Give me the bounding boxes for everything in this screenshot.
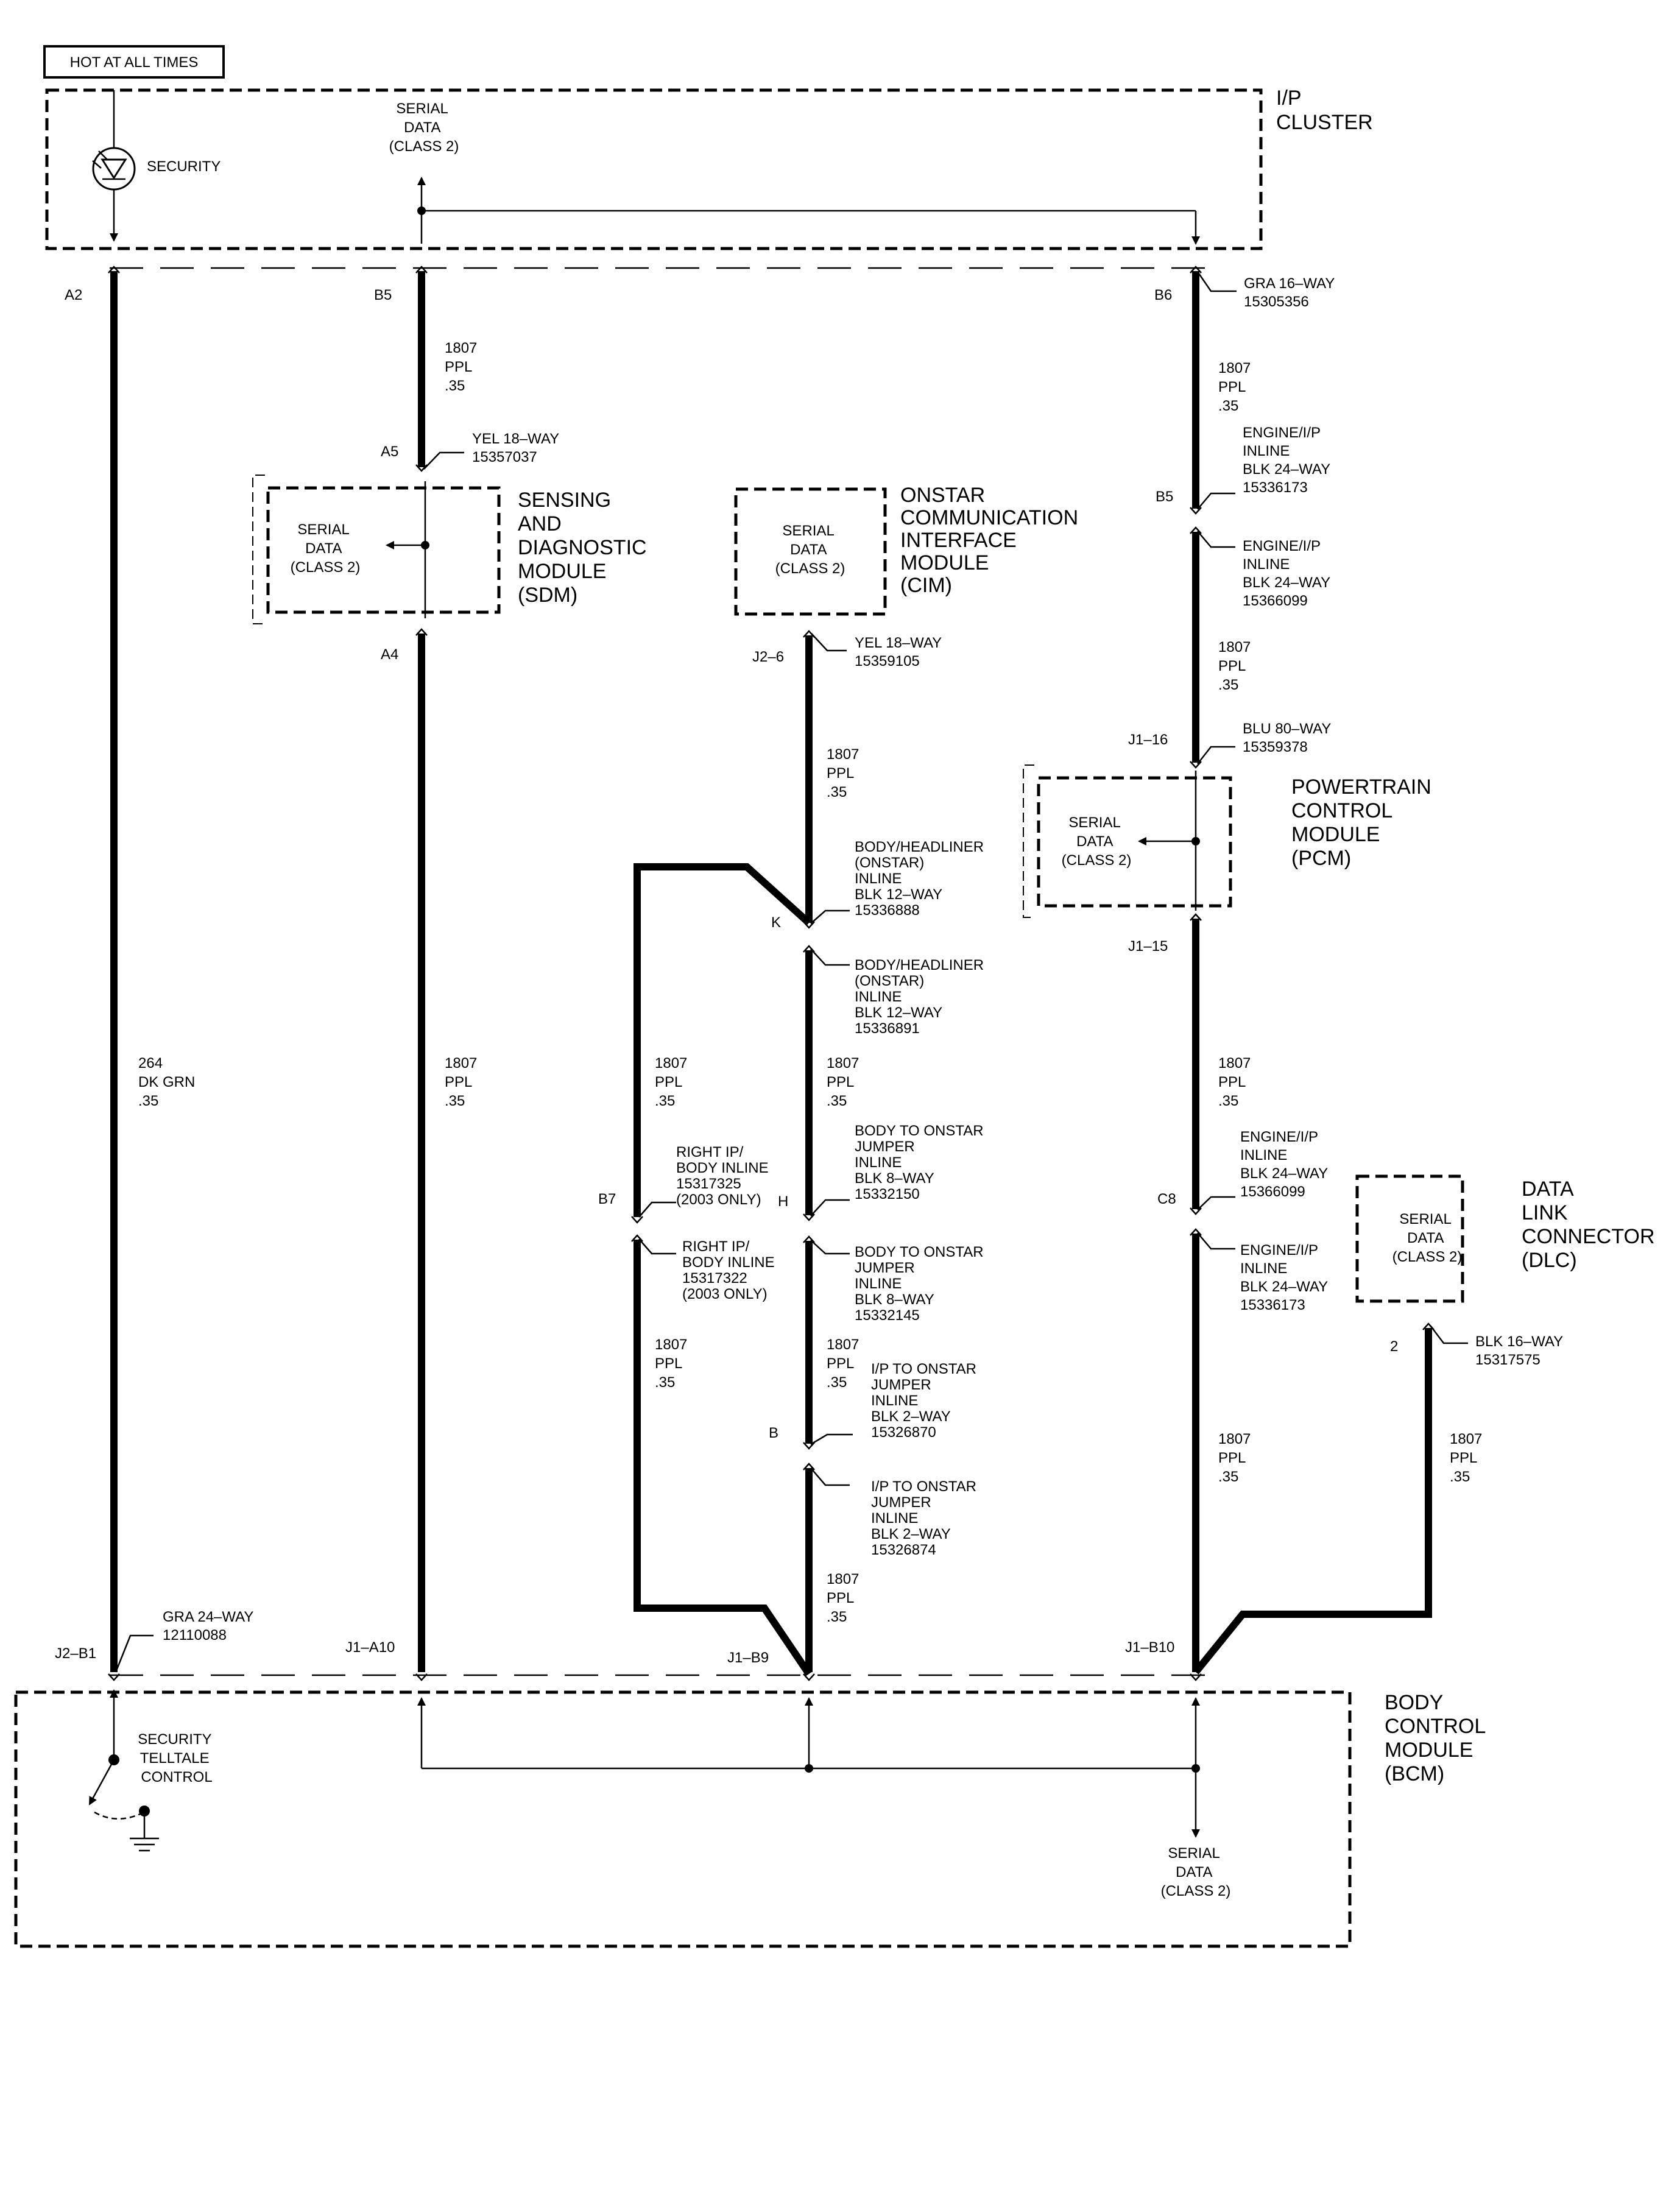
- wire-1807-h-b: [803, 1235, 815, 1450]
- svg-text:B5: B5: [374, 287, 392, 303]
- svg-text:J1–B10: J1–B10: [1125, 1639, 1174, 1656]
- sdm-title: SENSING AND DIAGNOSTIC MODULE (SDM): [518, 489, 652, 607]
- telltale-switch-icon: [88, 1689, 159, 1852]
- wire-1807-k-h: [803, 945, 815, 1221]
- svg-text:J1–15: J1–15: [1128, 938, 1168, 955]
- svg-text:2: 2: [1390, 1338, 1398, 1355]
- sdm-module: SERIAL DATA (CLASS 2) SENSING AND DIAGNO…: [252, 475, 652, 624]
- dlc-module: SERIAL DATA (CLASS 2) DATA LINK CONNECTO…: [1355, 1174, 1661, 1303]
- svg-text:B5: B5: [1156, 489, 1173, 505]
- svg-text:K: K: [771, 914, 781, 931]
- svg-text:B7: B7: [598, 1191, 616, 1207]
- svg-text:J1–A10: J1–A10: [345, 1639, 395, 1656]
- cluster-serial-data-label: SERIAL DATA (CLASS 2): [389, 101, 459, 155]
- bcm-title: BODY CONTROL MODULE (BCM): [1385, 1691, 1491, 1785]
- svg-text:J2–B1: J2–B1: [55, 1645, 96, 1662]
- svg-text:A2: A2: [65, 287, 82, 303]
- cim-module: SERIAL DATA (CLASS 2) ONSTAR COMMUNICATI…: [734, 484, 1084, 616]
- svg-text:B: B: [769, 1425, 778, 1441]
- svg-text:SERIAL DATA (CLASS: SERIAL DATA (CLASS 2): [1062, 814, 1132, 869]
- ip-cluster: I/P CLUSTER SECURITY SERIAL DATA (CLASS …: [45, 86, 1373, 250]
- cim-title: ONSTAR COMMUNICATION INTERFACE MODULE (C…: [900, 484, 1084, 597]
- wire-1807-cim-k: [803, 630, 815, 929]
- svg-text:SERIAL DATA (CLASS: SERIAL DATA (CLASS 2): [291, 521, 361, 576]
- wire-1807-sdm-bcm: [415, 628, 428, 1681]
- wire-1807-dlc: [1193, 1322, 1435, 1675]
- dlc-title: DATA LINK CONNECTOR (DLC): [1522, 1177, 1661, 1272]
- wire-1807-cluster-inline: [1190, 266, 1202, 515]
- svg-text:H: H: [778, 1193, 788, 1210]
- pcm-module: SERIAL DATA (CLASS 2) POWERTRAIN CONTROL…: [1023, 764, 1437, 918]
- wire-1807-loop-j1b9: [631, 1234, 812, 1676]
- wire-1807-cluster-sdm: [415, 266, 428, 472]
- wire-264-security: [108, 266, 120, 1681]
- pin-labels: A2 B5 B6 A5 A4 B5 J2–6 J1–16 J1–15 K H B…: [55, 287, 1398, 1666]
- svg-text:J1–B9: J1–B9: [727, 1650, 769, 1666]
- wire-1807-inline-pcm: [1190, 526, 1202, 769]
- pcm-title: POWERTRAIN CONTROL MODULE (PCM): [1291, 775, 1437, 870]
- svg-text:A5: A5: [381, 443, 398, 460]
- svg-text:SERIAL DATA (CLASS: SERIAL DATA (CLASS 2): [1392, 1211, 1463, 1265]
- security-lamp-icon: [92, 90, 136, 242]
- svg-text:B6: B6: [1154, 287, 1172, 303]
- svg-text:C8: C8: [1157, 1191, 1176, 1207]
- telltale-label: SECURITY TELLTALE CONTROL: [138, 1731, 216, 1785]
- bcm-module: BODY CONTROL MODULE (BCM) SERIAL DATA (C…: [14, 1674, 1491, 1948]
- bcm-serial-data-label: SERIAL DATA (CLASS 2): [1161, 1845, 1231, 1899]
- wire-1807-b-bcm: [803, 1463, 815, 1681]
- hot-at-all-times-label: HOT AT ALL TIMES: [43, 45, 225, 79]
- svg-text:HOT AT ALL TIMES: HOT AT ALL TIMES: [70, 54, 199, 71]
- ip-cluster-title: I/P CLUSTER: [1276, 86, 1373, 134]
- svg-text:SERIAL DATA (CLASS: SERIAL DATA (CLASS 2): [775, 523, 845, 577]
- wire-1807-loop-b7: [631, 863, 812, 1224]
- wire-1807-c8-bcm: [1190, 1228, 1202, 1681]
- svg-text:A4: A4: [381, 646, 398, 663]
- svg-text:J1–16: J1–16: [1128, 732, 1168, 748]
- wire-1807-pcm-c8: [1190, 913, 1202, 1215]
- svg-text:J2–6: J2–6: [752, 649, 784, 665]
- security-lamp-label: SECURITY: [147, 158, 221, 175]
